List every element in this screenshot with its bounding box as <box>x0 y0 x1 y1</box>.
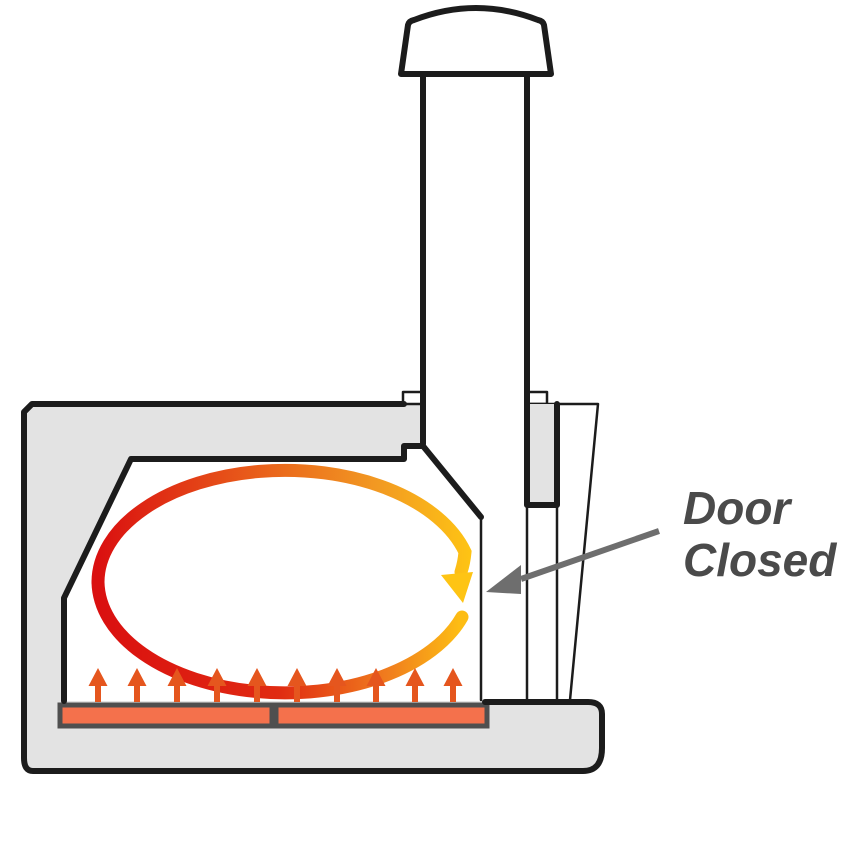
door-label-line1: Door <box>683 482 792 534</box>
flame-arrow-icon <box>167 668 187 702</box>
door-pointer-line <box>520 528 660 582</box>
door-pointer-arrowhead-icon <box>486 565 521 594</box>
flame-arrow-icon <box>443 668 463 702</box>
flame-arrows <box>88 668 463 702</box>
hearth-left <box>57 702 275 729</box>
flame-arrow-icon <box>327 668 347 702</box>
flame-arrow-icon <box>88 668 108 702</box>
body-outline <box>21 401 605 774</box>
flame-arrow-icon <box>247 668 267 702</box>
door-panel-outline <box>524 401 560 508</box>
flame-arrow-icon <box>405 668 425 702</box>
door-panel <box>527 404 557 505</box>
flame-arrow-icon <box>366 668 386 702</box>
flame-arrow-icon <box>207 668 227 702</box>
flame-arrow-icon <box>127 668 147 702</box>
oven-cavity <box>64 70 598 701</box>
hearth-right <box>273 702 490 729</box>
chimney-cap <box>398 5 554 77</box>
circulation-loop-top <box>91 463 472 589</box>
door-label-line2: Closed <box>683 534 837 586</box>
loop-arrowhead-icon <box>441 572 473 603</box>
flame-arrow-icon <box>287 668 307 702</box>
